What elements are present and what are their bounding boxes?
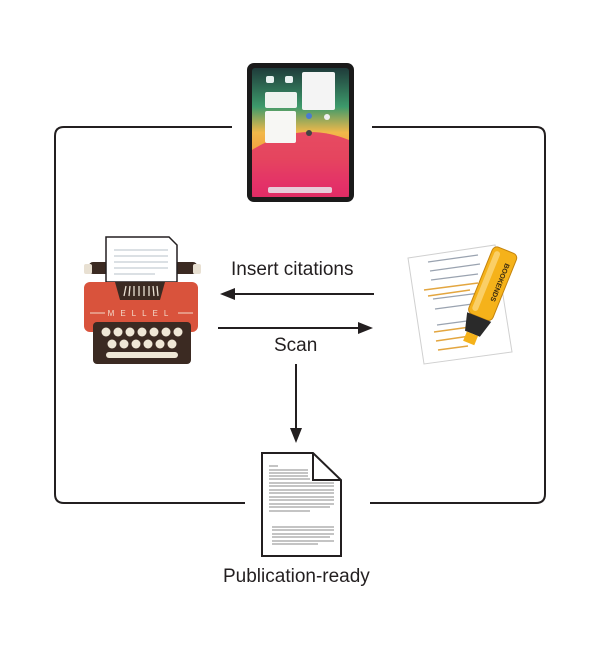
tablet-icon	[247, 63, 354, 202]
typewriter-icon: MELLEL	[84, 236, 201, 364]
down-arrow	[290, 364, 302, 443]
highlighter-document-icon: BOOKENDS	[407, 244, 518, 365]
insert-citations-arrow	[220, 288, 374, 300]
publication-ready-label: Publication-ready	[223, 566, 370, 587]
scan-arrow	[218, 322, 373, 334]
scan-label: Scan	[274, 335, 318, 356]
loop-line-right	[370, 126, 546, 504]
insert-citations-label: Insert citations	[231, 259, 354, 280]
document-icon	[261, 452, 342, 557]
loop-line-left	[54, 126, 245, 504]
typewriter-brand-text: MELLEL	[108, 309, 175, 318]
